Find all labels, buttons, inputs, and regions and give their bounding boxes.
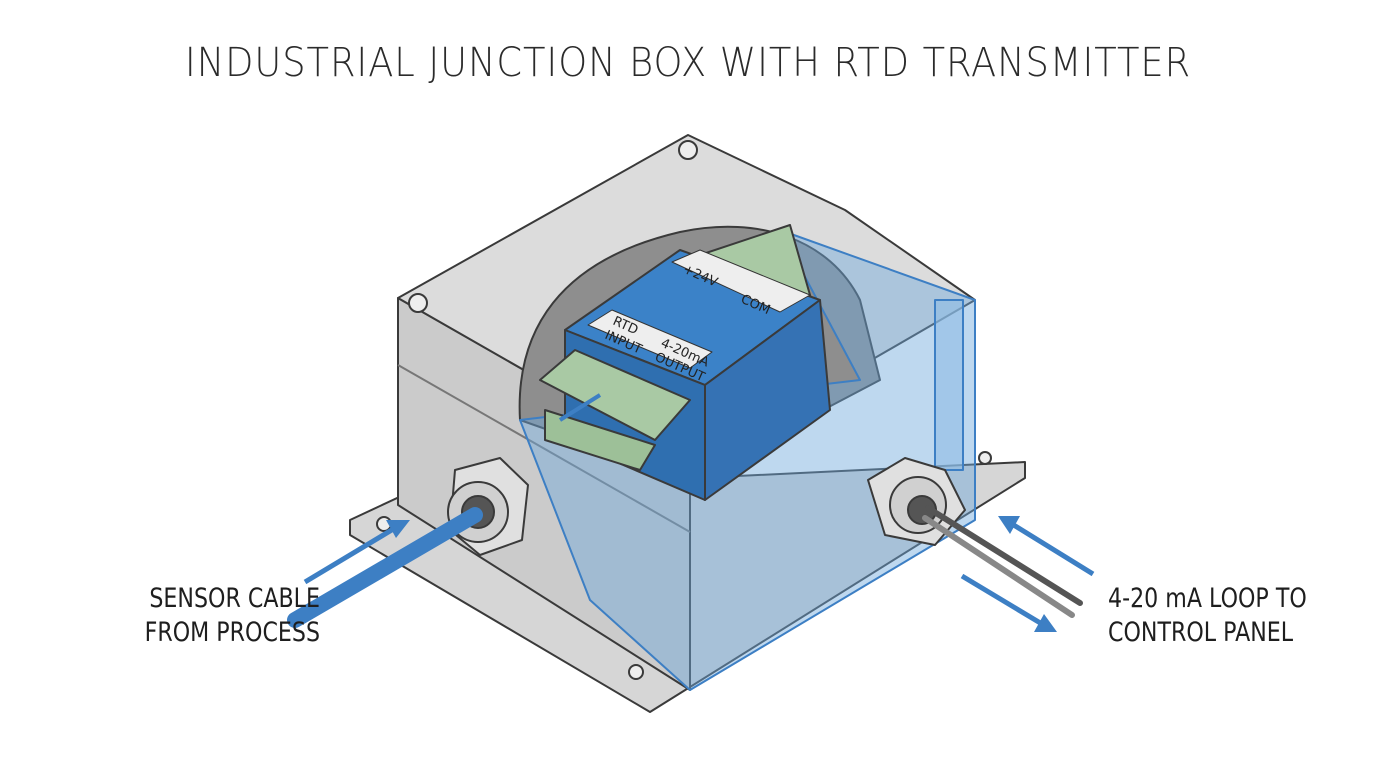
- loop-label-line1: 4-20 mA LOOP TO: [1108, 583, 1307, 614]
- label-strip-io: [587, 309, 713, 369]
- loop-out-arrow: [960, 573, 1044, 627]
- terminal-strip-front: [539, 349, 691, 441]
- loop-in-arrow: [1010, 521, 1095, 577]
- sensor-wire: [558, 393, 602, 422]
- loop-wire: [925, 505, 1083, 606]
- sensor-cable-label-line2: FROM PROCESS: [144, 617, 320, 648]
- standoff-post: [934, 299, 964, 471]
- sensor-cable: [287, 507, 483, 628]
- mount-hole: [978, 451, 992, 465]
- sensor-cable-label-line1: SENSOR CABLE: [149, 583, 320, 614]
- module-side: [704, 299, 831, 501]
- terminal-strip-lower: [544, 409, 656, 471]
- label-strip-power: [671, 249, 811, 313]
- loop-wire: [922, 515, 1075, 618]
- lid-screw: [408, 293, 428, 313]
- loop-label-line2: CONTROL PANEL: [1108, 617, 1294, 648]
- lid-screw: [678, 140, 698, 160]
- diagram-title: INDUSTRIAL JUNCTION BOX WITH RTD TRANSMI…: [184, 40, 1192, 86]
- mount-hole: [628, 664, 644, 680]
- input-arrow: [303, 525, 397, 585]
- loop-label: 4-20 mA LOOP TO CONTROL PANEL: [1108, 582, 1354, 650]
- sensor-cable-label: SENSOR CABLE FROM PROCESS: [107, 582, 320, 650]
